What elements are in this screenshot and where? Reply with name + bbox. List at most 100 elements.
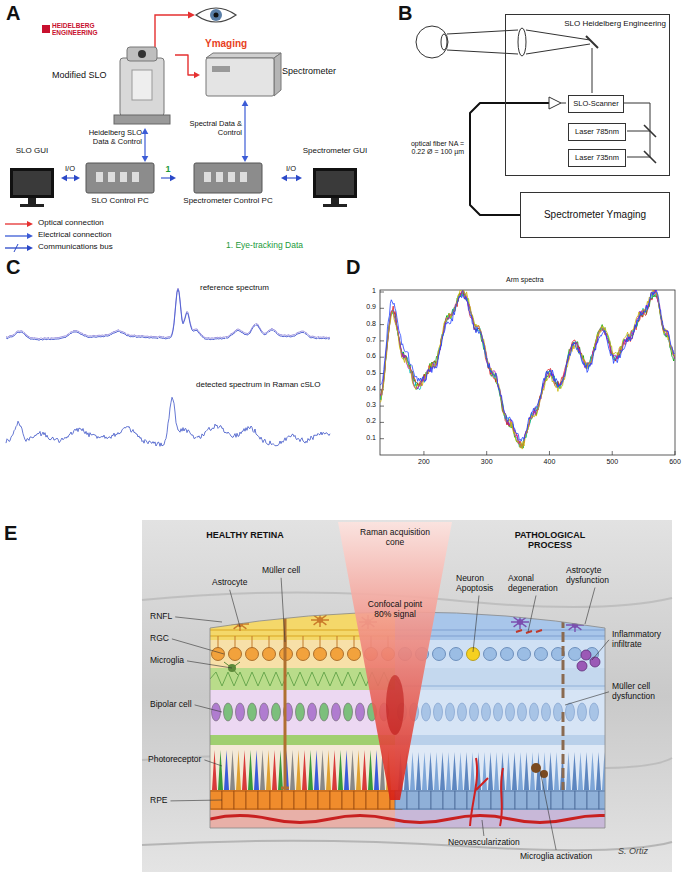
ganglion-cell	[535, 648, 548, 661]
text-holder: Photoreceptor	[148, 755, 201, 765]
photoreceptor	[584, 752, 589, 790]
connector-line	[470, 103, 520, 215]
bipolar-cell	[458, 703, 467, 721]
drawing-part	[338, 522, 452, 800]
text-holder: Communications bus	[38, 242, 113, 251]
axon	[218, 636, 219, 648]
photoreceptor	[302, 750, 307, 790]
bipolar-cell	[482, 703, 491, 721]
spectrum-line	[6, 288, 330, 339]
photoreceptor	[596, 752, 601, 790]
text-holder: A	[6, 2, 20, 25]
axon	[252, 636, 253, 648]
text-holder: 0.5	[350, 369, 376, 377]
drawing-part	[216, 172, 223, 182]
bipolar-cell	[470, 703, 479, 721]
rpe-cell	[455, 791, 467, 809]
text-holder: Confocal point 80% signal	[360, 600, 430, 620]
housing-box: SLO Heidelberg EngineeringSLO-ScannerLas…	[505, 14, 670, 176]
rpe-cell	[378, 791, 390, 809]
connector-line	[144, 133, 145, 157]
drawing-part	[441, 34, 447, 50]
line-chart	[380, 288, 675, 456]
connector-line	[66, 177, 75, 178]
photoreceptor	[368, 750, 373, 790]
bipolar-cell	[212, 703, 221, 721]
photoreceptor	[506, 752, 511, 790]
arrowhead	[281, 175, 287, 182]
retina-layer	[395, 735, 605, 745]
photoreceptor	[446, 752, 451, 790]
drawing-part	[447, 30, 518, 54]
ganglion-cell	[246, 648, 259, 661]
photoreceptor	[344, 750, 349, 790]
plexiform-mesh	[395, 679, 605, 686]
text-holder: Astrocyte	[212, 578, 247, 588]
ganglion-cell	[212, 648, 225, 661]
spectrum-line	[6, 290, 330, 341]
part-label: Microglia	[150, 656, 184, 666]
leader-line	[565, 692, 609, 705]
spectrum-line	[6, 397, 330, 446]
legend-sample	[4, 243, 34, 253]
drawing-part	[13, 171, 51, 195]
drawing-part	[108, 172, 115, 182]
drawing-part	[228, 172, 235, 182]
arrowhead	[142, 128, 149, 134]
text-holder: SLO Heidelberg Engineering	[562, 19, 666, 28]
photoreceptor	[494, 752, 499, 790]
axis-tick-label: 600	[663, 458, 683, 466]
photoreceptor	[440, 752, 445, 790]
photoreceptor	[248, 750, 253, 790]
text-holder: detected spectrum in Raman cSLO	[196, 380, 321, 389]
axon	[337, 636, 338, 648]
node-label: Spectrometer GUI	[302, 146, 368, 155]
connector-line	[175, 55, 195, 75]
drawing-part	[96, 172, 103, 182]
node-label: Spectrometer	[282, 66, 348, 76]
leader-line	[592, 640, 609, 660]
connector-line	[286, 177, 297, 178]
text-holder: 0.2	[350, 417, 376, 425]
region-heading: HEALTHY RETINA	[205, 530, 285, 540]
oct-background	[142, 520, 672, 872]
axon	[269, 636, 270, 648]
photoreceptor	[272, 750, 277, 790]
drawing-part	[120, 58, 164, 116]
connector-label: 1	[162, 164, 174, 174]
bipolar-cell	[518, 703, 527, 721]
retina-layer	[210, 735, 395, 745]
data-series-line	[380, 290, 675, 448]
text-holder: I/O	[61, 165, 79, 174]
bipolar-cell	[530, 703, 539, 721]
bipolar-cell	[554, 703, 563, 721]
arrowhead	[296, 175, 302, 182]
rpe-cell	[354, 791, 366, 809]
cone-label: Confocal point 80% signal	[360, 600, 430, 620]
connector-line	[161, 177, 171, 178]
drawing-part	[526, 30, 590, 54]
drawing-part	[28, 198, 36, 204]
inflammatory-cell	[581, 650, 591, 660]
bipolar-cell	[332, 703, 341, 721]
text-holder: S. Ortiz	[618, 846, 648, 856]
text-holder: Spectrometer GUI	[302, 146, 368, 155]
axon-fragment	[516, 630, 542, 633]
photoreceptor	[374, 750, 379, 790]
tick-mark	[380, 308, 384, 309]
spectrum-plot	[6, 288, 330, 446]
photoreceptor	[590, 752, 595, 790]
data-series-line	[380, 290, 675, 448]
photoreceptor	[524, 752, 529, 790]
monitor-node: Spectrometer GUI	[302, 146, 369, 214]
astrocyte	[566, 618, 584, 632]
bipolar-cell	[356, 703, 365, 721]
text-holder: Heidelberg SLO Data & Control	[86, 129, 142, 146]
rpe-cell	[563, 791, 575, 809]
bipolar-cell	[590, 703, 599, 721]
drawing-part	[206, 53, 281, 58]
drawing-part	[316, 171, 354, 195]
drawing-part	[132, 172, 139, 182]
node-label: Spectrometer Control PC	[176, 196, 280, 205]
text-holder: D	[346, 256, 360, 279]
